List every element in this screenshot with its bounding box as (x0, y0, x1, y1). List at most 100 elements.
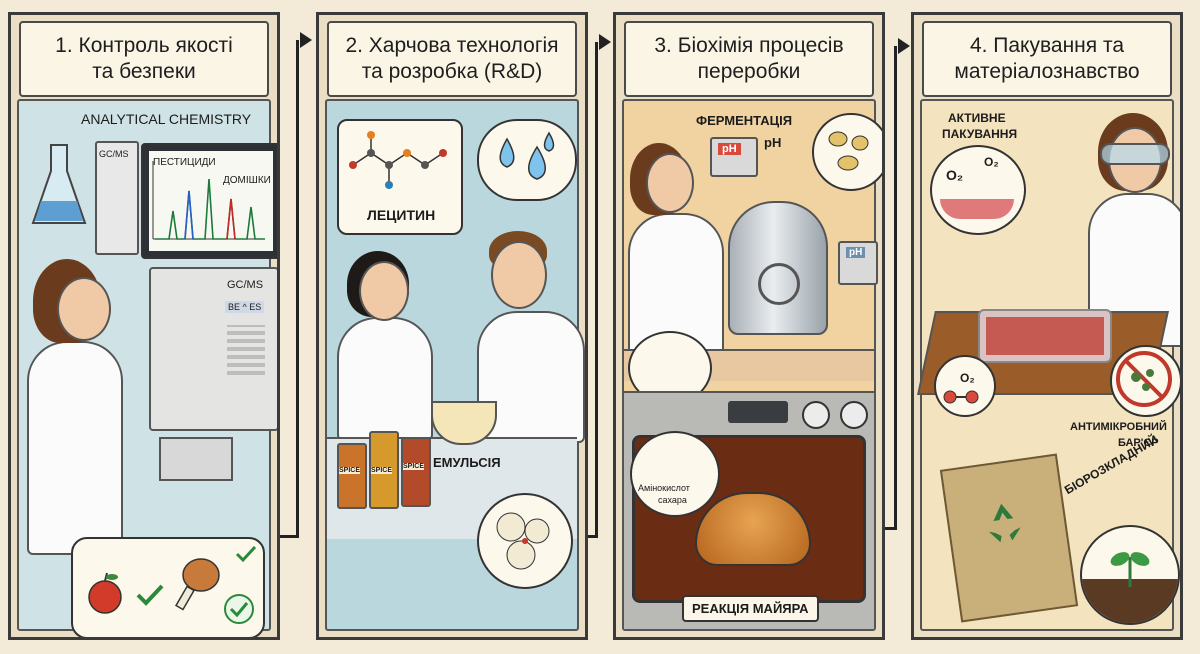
fermenter-tank (728, 201, 828, 335)
ph-meter: pH (838, 241, 878, 285)
scientist-1-body (27, 341, 123, 555)
yeast-bubble (812, 113, 882, 191)
oxygen-molecule-bubble: O₂ (934, 355, 996, 417)
check-circle-icon (224, 594, 254, 624)
panel-2-title-line2: та розробка (R&D) (361, 60, 543, 83)
emulsion-droplets-icon (496, 512, 550, 570)
molecule-icon (349, 131, 447, 189)
no-bacteria-icon (1116, 351, 1172, 407)
ph-label: pH (764, 135, 782, 150)
scientist-4-head (646, 153, 694, 213)
antimicrobial-bubble (1110, 345, 1180, 417)
biodegradable-label: БІОРОЗКЛАДНИЙ (1062, 432, 1161, 498)
emulsion-bowl (431, 401, 497, 445)
panel-2-scene: ЛЕЦИТИН ЕМУЛЬСІЯ SPICE (325, 99, 585, 631)
maillard-label: РЕАКЦІЯ МАЙЯРА (682, 595, 819, 622)
connector-3-4-arrow (898, 38, 910, 54)
oxygen-molecule-icon (943, 390, 979, 404)
emulsion-label: ЕМУЛЬСІЯ (433, 455, 501, 470)
active-packaging-line1: АКТИВНЕ (948, 111, 1006, 125)
oxygen-absorber (940, 199, 1014, 219)
apple-icon (88, 572, 122, 614)
connector-2-3-vertical (595, 42, 598, 538)
scientist-1-head (57, 277, 111, 341)
emulsion-zoom-bubble (477, 493, 573, 589)
panel-biochemistry: 3. Біохімія процесів переробки ФЕРМЕНТАЦ… (613, 12, 885, 640)
panel-4-title-line2: матеріалознавство (954, 60, 1140, 83)
bread-loaf (695, 492, 811, 566)
instrument-panel-text: BE ^ ES (225, 301, 265, 313)
panel-1-title-line1: 1. Контроль якості (55, 34, 233, 57)
flask-icon (31, 144, 87, 224)
oven-vent (728, 401, 788, 423)
test-tube-rack (159, 437, 233, 481)
yeast-cells-icon (828, 131, 869, 171)
check-icon-small (235, 545, 257, 563)
antimicrobial-line2: БАР'ЄР (1118, 437, 1159, 449)
spice-jar-1-label: SPICE (339, 467, 361, 474)
panel-food-technology: 2. Харчова технологія та розробка (R&D) (316, 12, 588, 640)
panel-3-title-line1: 3. Біохімія процесів (654, 34, 844, 57)
recycle-icon (988, 503, 1021, 543)
instrument-keypad (227, 325, 265, 375)
food-safety-bubble (71, 537, 265, 637)
chromatogram-chart (152, 161, 265, 240)
sprout-icon (1110, 552, 1150, 587)
connector-3-4-vertical (894, 46, 897, 530)
panel-4-scene: АКТИВНЕ ПАКУВАННЯ O₂ O₂ O₂ (917, 99, 1180, 631)
goggles (1100, 143, 1170, 165)
scientist-3-head (491, 241, 547, 309)
lecithin-bubble: ЛЕЦИТИН (337, 119, 463, 235)
connector-2-3-arrow (599, 34, 611, 50)
oxygen-bubble: O₂ O₂ (930, 145, 1026, 235)
ph-meter-label: pH (846, 247, 866, 258)
panel-3-scene: ФЕРМЕНТАЦІЯ pH pH pH (622, 99, 882, 631)
monitor: ПЕСТИЦИДИ ДОМІШКИ (141, 143, 277, 259)
gcms-label-front: GC/MS (227, 279, 264, 291)
spice-jar-2-label: SPICE (371, 467, 393, 474)
droplets-icon (499, 131, 555, 180)
spice-jar-3-label: SPICE (403, 463, 425, 470)
panel-packaging: 4. Пакування та матеріалознавство АКТИВН… (911, 12, 1183, 640)
gcms-instrument-small: GC/MS (95, 141, 139, 255)
connector-1-2-vertical (296, 40, 299, 538)
panel-1-title-line2: та безпеки (92, 60, 196, 83)
panel-3-title: 3. Біохімія процесів переробки (624, 21, 874, 97)
panel-3-title-line2: переробки (697, 60, 801, 83)
gcms-instrument: GC/MS BE ^ ES (149, 267, 277, 431)
antimicrobial-line1: АНТИМІКРОБНИЙ (1070, 421, 1167, 433)
amino-label-line2: сахара (658, 495, 687, 505)
lecithin-label: ЛЕЦИТИН (367, 207, 436, 223)
fermentation-label: ФЕРМЕНТАЦІЯ (696, 113, 793, 128)
scientist-2-body (337, 317, 433, 441)
amino-label-line1: Амінокислот (638, 483, 690, 493)
panel-4-title-line1: 4. Пакування та (969, 34, 1125, 57)
amino-acid-bubble: Амінокислот сахара (630, 431, 720, 517)
spice-jar-3: SPICE (401, 437, 431, 507)
oven-knob-2 (840, 401, 868, 429)
gcms-label-top: GC/MS (99, 149, 129, 159)
ph-display: pH (718, 143, 741, 155)
oven-window (632, 435, 866, 603)
active-packaging-line2: ПАКУВАННЯ (942, 127, 1018, 141)
spice-jar-1: SPICE (337, 443, 367, 509)
droplets-bubble (477, 119, 577, 201)
chromatogram-screen: ПЕСТИЦИДИ ДОМІШКИ (149, 151, 273, 251)
soil-sprout-bubble (1080, 525, 1180, 625)
spice-jar-2: SPICE (369, 431, 399, 509)
biodegradable-bag (939, 453, 1079, 623)
oven-knob-1 (802, 401, 830, 429)
panel-1-scene: ANALYTICAL CHEMISTRY ПЕСТИЦИДИ (17, 99, 277, 637)
impurities-label: ДОМІШКИ (223, 175, 271, 186)
ph-controller: pH (710, 137, 758, 177)
panel-2-title-line1: 2. Харчова технологія (345, 34, 559, 57)
pesticides-label: ПЕСТИЦИДИ (153, 157, 216, 168)
o2-label-b: O₂ (984, 155, 999, 169)
meat-tray (978, 309, 1112, 363)
fermenter-hatch (758, 263, 800, 305)
panel-4-title: 4. Пакування та матеріалознавство (922, 21, 1172, 97)
scientist-2-head (359, 261, 409, 321)
panel-1-title: 1. Контроль якості та безпеки (19, 21, 269, 97)
analytical-chemistry-label: ANALYTICAL CHEMISTRY (81, 111, 252, 127)
